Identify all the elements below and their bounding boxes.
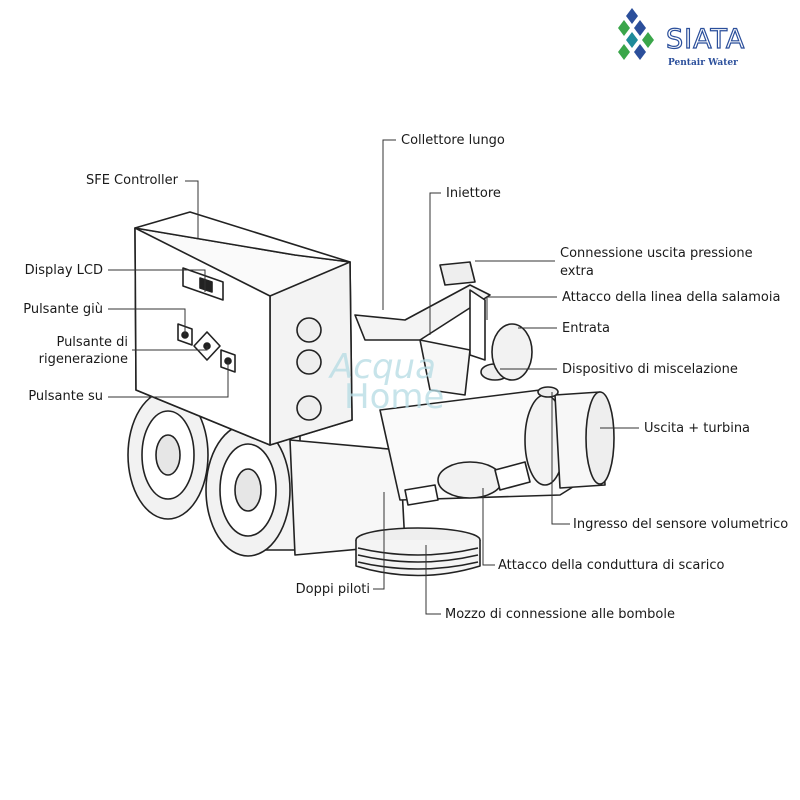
label-doppi-piloti: Doppi piloti: [295, 582, 370, 597]
logo-mark-icon: [618, 8, 654, 60]
label-ingresso-sensore: Ingresso del sensore volumetrico: [573, 517, 789, 532]
label-sfe-controller: SFE Controller: [85, 173, 178, 188]
label-connessione-uscita-2: extra: [560, 264, 594, 279]
controller-box: [134, 211, 353, 446]
label-pulsante-rigenerazione-1: Pulsante di: [56, 335, 128, 350]
logo-subtitle: Pentair Water: [668, 58, 738, 68]
label-entrata: Entrata: [562, 321, 610, 336]
long-manifold: [354, 261, 491, 396]
label-pulsante-giu: Pulsante giù: [23, 302, 103, 317]
label-mozzo-connessione: Mozzo di connessione alle bombole: [445, 607, 675, 622]
label-pulsante-su: Pulsante su: [28, 389, 103, 404]
label-uscita-turbina: Uscita + turbina: [644, 421, 751, 436]
label-display-lcd: Display LCD: [24, 263, 103, 278]
outlet-turbine: [554, 391, 615, 489]
drain-fitting: [404, 461, 531, 506]
volumetric-sensor-port: [537, 386, 559, 398]
watermark-line2: Home: [344, 377, 445, 417]
label-pulsante-rigenerazione-2: rigenerazione: [38, 352, 128, 367]
label-connessione-uscita-1: Connessione uscita pressione: [560, 246, 753, 261]
logo-name: SIATA: [665, 23, 746, 55]
label-dispositivo-miscelazione: Dispositivo di miscelazione: [562, 362, 738, 377]
leader-lines: [108, 139, 639, 615]
watermark-line1: Acqua: [330, 347, 436, 387]
label-attacco-salamoia: Attacco della linea della salamoia: [562, 290, 781, 305]
watermark: Acqua Home: [330, 347, 445, 417]
right-pilot-disc: [205, 423, 301, 557]
tank-hub: [355, 527, 481, 577]
label-iniettore: Iniettore: [446, 186, 501, 201]
siata-logo: SIATA Pentair Water: [612, 6, 782, 74]
label-collettore-lungo: Collettore lungo: [401, 133, 505, 148]
mixing-device: [480, 323, 533, 381]
label-attacco-scarico: Attacco della conduttura di scarico: [498, 558, 725, 573]
